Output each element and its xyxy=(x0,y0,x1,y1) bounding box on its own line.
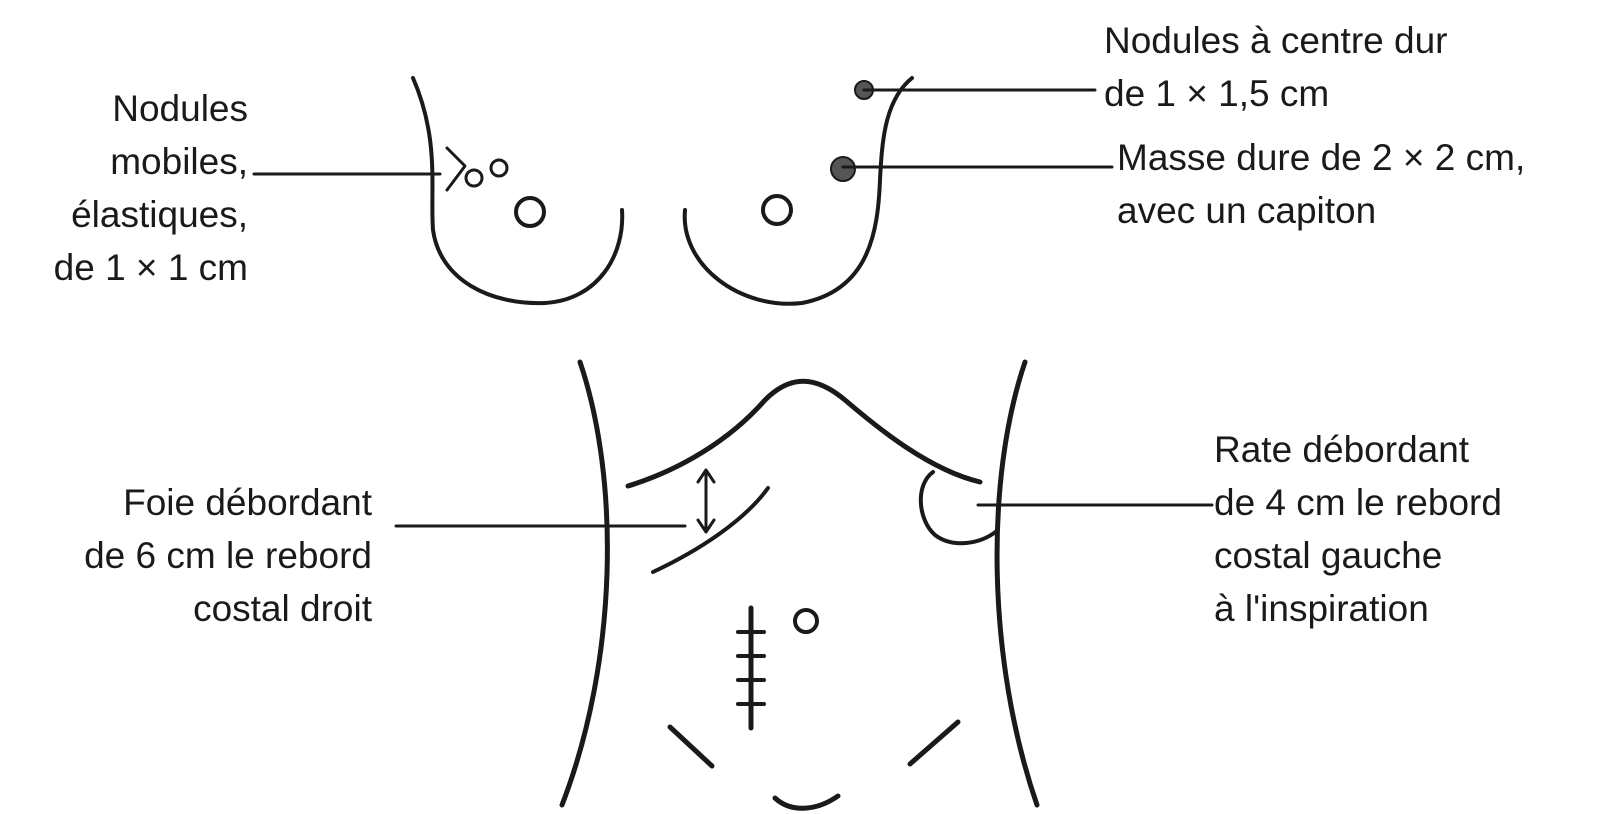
right-nipple xyxy=(763,196,791,224)
label-line: de 4 cm le rebord xyxy=(1214,476,1502,529)
torso-drawing xyxy=(562,362,1037,808)
label-breast-left-nodules: Nodules mobiles, élastiques, de 1 × 1 cm xyxy=(0,82,248,294)
label-line: de 1 × 1 cm xyxy=(0,241,248,294)
costal-margin xyxy=(628,381,980,486)
right-breast-outline xyxy=(685,78,912,304)
label-hard-center-nodules: Nodules à centre dur de 1 × 1,5 cm xyxy=(1104,14,1447,120)
left-nipple xyxy=(516,198,544,226)
right-groin-line xyxy=(910,722,958,764)
torso-left-side xyxy=(562,362,607,805)
label-line: de 1 × 1,5 cm xyxy=(1104,67,1447,120)
umbilicus xyxy=(795,610,817,632)
label-line: Foie débordant xyxy=(0,476,372,529)
label-line: avec un capiton xyxy=(1117,184,1525,237)
label-line: de 6 cm le rebord xyxy=(0,529,372,582)
label-spleen: Rate débordant de 4 cm le rebord costal … xyxy=(1214,423,1502,635)
label-liver: Foie débordant de 6 cm le rebord costal … xyxy=(0,476,372,635)
left-nodule-1 xyxy=(466,170,482,186)
label-line: Nodules à centre dur xyxy=(1104,14,1447,67)
label-line: Masse dure de 2 × 2 cm, xyxy=(1117,131,1525,184)
label-line: Nodules xyxy=(0,82,248,135)
leader-lines xyxy=(254,90,1212,526)
label-line: Rate débordant xyxy=(1214,423,1502,476)
label-hard-mass: Masse dure de 2 × 2 cm, avec un capiton xyxy=(1117,131,1525,237)
left-breast-outline xyxy=(413,78,622,303)
torso-right-side xyxy=(997,362,1037,805)
spleen-edge xyxy=(921,472,998,543)
label-line: costal gauche xyxy=(1214,529,1502,582)
left-nodule-2 xyxy=(491,160,507,176)
hard-mass xyxy=(831,157,855,181)
breasts-drawing xyxy=(413,78,912,304)
liver-edge xyxy=(653,488,768,572)
label-line: mobiles, xyxy=(0,135,248,188)
pubic-curve xyxy=(775,796,838,808)
label-line: à l'inspiration xyxy=(1214,582,1502,635)
left-groin-line xyxy=(670,727,712,766)
left-nodule-tick xyxy=(447,148,465,190)
label-line: costal droit xyxy=(0,582,372,635)
label-line: élastiques, xyxy=(0,188,248,241)
